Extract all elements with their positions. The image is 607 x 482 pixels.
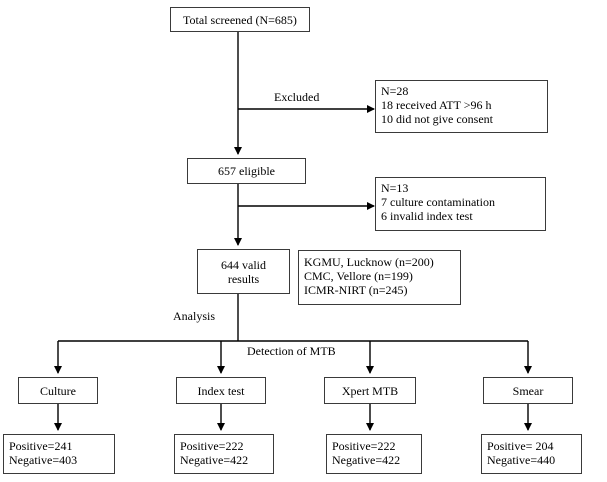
analysis-label: Analysis: [173, 309, 215, 323]
valid-results-line: 644 valid: [221, 257, 266, 272]
removed-line: 7 culture contamination: [381, 195, 495, 209]
method-culture-box: Culture: [18, 377, 98, 404]
excluded-line: 18 received ATT >96 h: [381, 98, 492, 112]
method-smear-box: Smear: [483, 377, 573, 404]
result-line: Positive= 204: [487, 439, 554, 453]
method-name: Culture: [40, 383, 76, 398]
result-index-box: Positive=222 Negative=422: [174, 434, 274, 474]
result-line: Negative=440: [487, 453, 556, 467]
detection-label: Detection of MTB: [247, 344, 336, 358]
valid-results-box: 644 valid results: [197, 249, 290, 294]
result-line: Negative=422: [180, 453, 249, 467]
removed-line: 6 invalid index test: [381, 209, 473, 223]
site-line: KGMU, Lucknow (n=200): [304, 255, 434, 269]
result-line: Positive=222: [332, 439, 396, 453]
method-name: Smear: [512, 383, 544, 398]
result-line: Negative=403: [9, 453, 78, 467]
total-screened-text: Total screened (N=685): [183, 12, 297, 27]
sites-box: KGMU, Lucknow (n=200) CMC, Vellore (n=19…: [298, 250, 461, 305]
method-xpert-box: Xpert MTB: [324, 377, 416, 404]
site-line: CMC, Vellore (n=199): [304, 269, 413, 283]
result-line: Negative=422: [332, 453, 401, 467]
valid-results-line: results: [227, 271, 260, 286]
excluded-label: Excluded: [274, 90, 320, 104]
removed-line: N=13: [381, 181, 409, 195]
result-smear-box: Positive= 204 Negative=440: [481, 434, 582, 474]
site-line: ICMR-NIRT (n=245): [304, 283, 408, 297]
result-line: Positive=241: [9, 439, 73, 453]
method-name: Xpert MTB: [341, 383, 399, 398]
result-culture-box: Positive=241 Negative=403: [3, 434, 115, 474]
eligible-text: 657 eligible: [218, 164, 275, 178]
excluded-line: N=28: [381, 84, 409, 98]
total-screened-box: Total screened (N=685): [170, 7, 310, 32]
result-line: Positive=222: [180, 439, 244, 453]
excluded-line: 10 did not give consent: [381, 112, 493, 126]
method-name: Index test: [197, 383, 245, 398]
excluded-box: N=28 18 received ATT >96 h 10 did not gi…: [375, 80, 548, 133]
result-xpert-box: Positive=222 Negative=422: [326, 434, 422, 474]
removed-box: N=13 7 culture contamination 6 invalid i…: [375, 177, 546, 231]
eligible-box: 657 eligible: [187, 158, 306, 184]
method-index-box: Index test: [176, 377, 266, 404]
